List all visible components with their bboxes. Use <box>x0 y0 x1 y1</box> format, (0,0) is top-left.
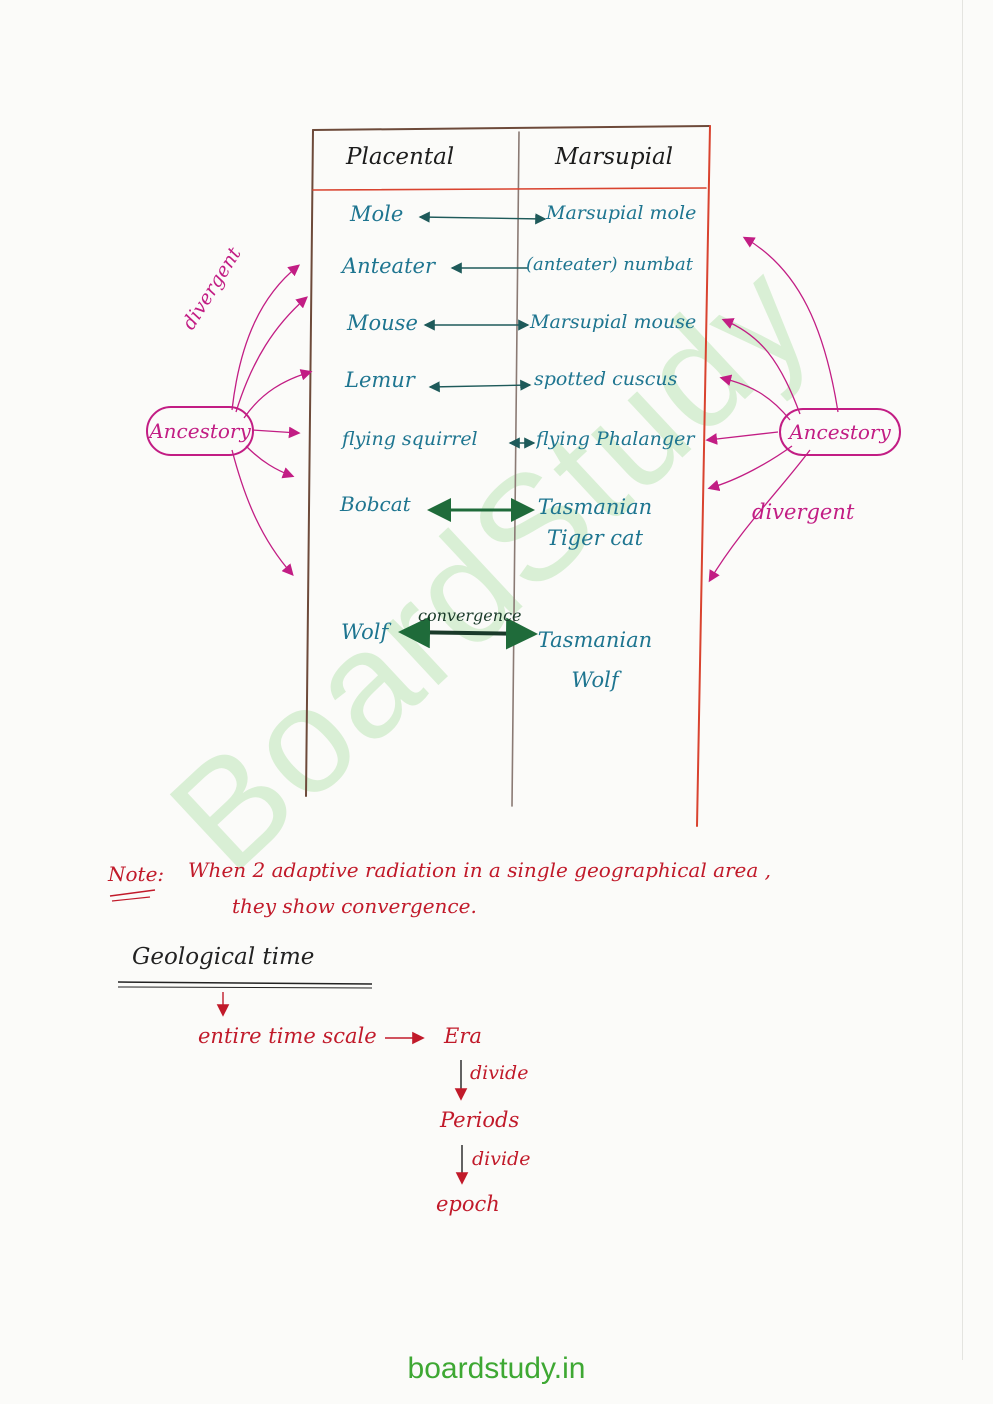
note-line-2: they show convergence. <box>232 894 477 918</box>
placental-mouse: Mouse <box>347 311 418 335</box>
marsupial-mole: Marsupial mole <box>546 202 697 224</box>
placental-wolf: Wolf <box>341 620 389 644</box>
placental-mole: Mole <box>350 202 404 226</box>
note-underline <box>109 889 156 897</box>
placental-flying-squirrel: flying squirrel <box>342 428 478 450</box>
footer-site-link[interactable]: boardstudy.in <box>407 1352 586 1385</box>
left-ancestor-oval: Ancestory <box>146 406 254 456</box>
right-ancestor-label: Ancestory <box>789 420 891 444</box>
arrow-lemur <box>428 379 532 393</box>
placental-bobcat: Bobcat <box>340 492 411 516</box>
marsupial-flying-phalanger: flying Phalanger <box>536 428 695 450</box>
note-line-1: When 2 adaptive radiation in a single ge… <box>188 858 772 882</box>
placental-lemur: Lemur <box>345 368 415 392</box>
marsupial-mouse: Marsupial mouse <box>530 311 697 333</box>
geo-periods: Periods <box>440 1108 520 1132</box>
geological-flow <box>117 981 469 1185</box>
geological-title: Geological time <box>132 944 315 970</box>
left-ancestor-label: Ancestory <box>149 419 251 443</box>
geo-divide-2: divide <box>472 1148 531 1170</box>
convergence-label: convergence <box>418 606 522 625</box>
header-marsupial: Marsupial <box>555 144 674 170</box>
arrow-mole <box>418 211 547 225</box>
header-placental: Placental <box>346 144 455 170</box>
comparison-table-frame <box>305 125 711 827</box>
geo-epoch: epoch <box>436 1192 500 1216</box>
right-divergent-label: divergent <box>752 500 855 524</box>
geo-divide-1: divide <box>470 1062 529 1084</box>
left-divergent-arrows <box>231 264 313 576</box>
geo-entire-time-scale: entire time scale <box>198 1024 377 1048</box>
page-edge <box>962 0 963 1360</box>
pair-arrows <box>398 211 547 650</box>
right-divergent-arrows <box>705 236 839 583</box>
placental-anteater: Anteater <box>342 254 435 278</box>
marsupial-tasmanian-wolf: Tasmanian Wolf <box>537 628 653 692</box>
marsupial-numbat: (anteater) numbat <box>526 254 693 275</box>
right-ancestor-oval: Ancestory <box>779 408 901 456</box>
note-label: Note: <box>108 862 165 886</box>
marsupial-tasmanian-tiger-cat: Tasmanian Tiger cat <box>537 495 653 550</box>
marsupial-spotted-cuscus: spotted cuscus <box>534 368 678 390</box>
arrow-wolf <box>398 616 538 650</box>
geo-era: Era <box>444 1024 482 1048</box>
